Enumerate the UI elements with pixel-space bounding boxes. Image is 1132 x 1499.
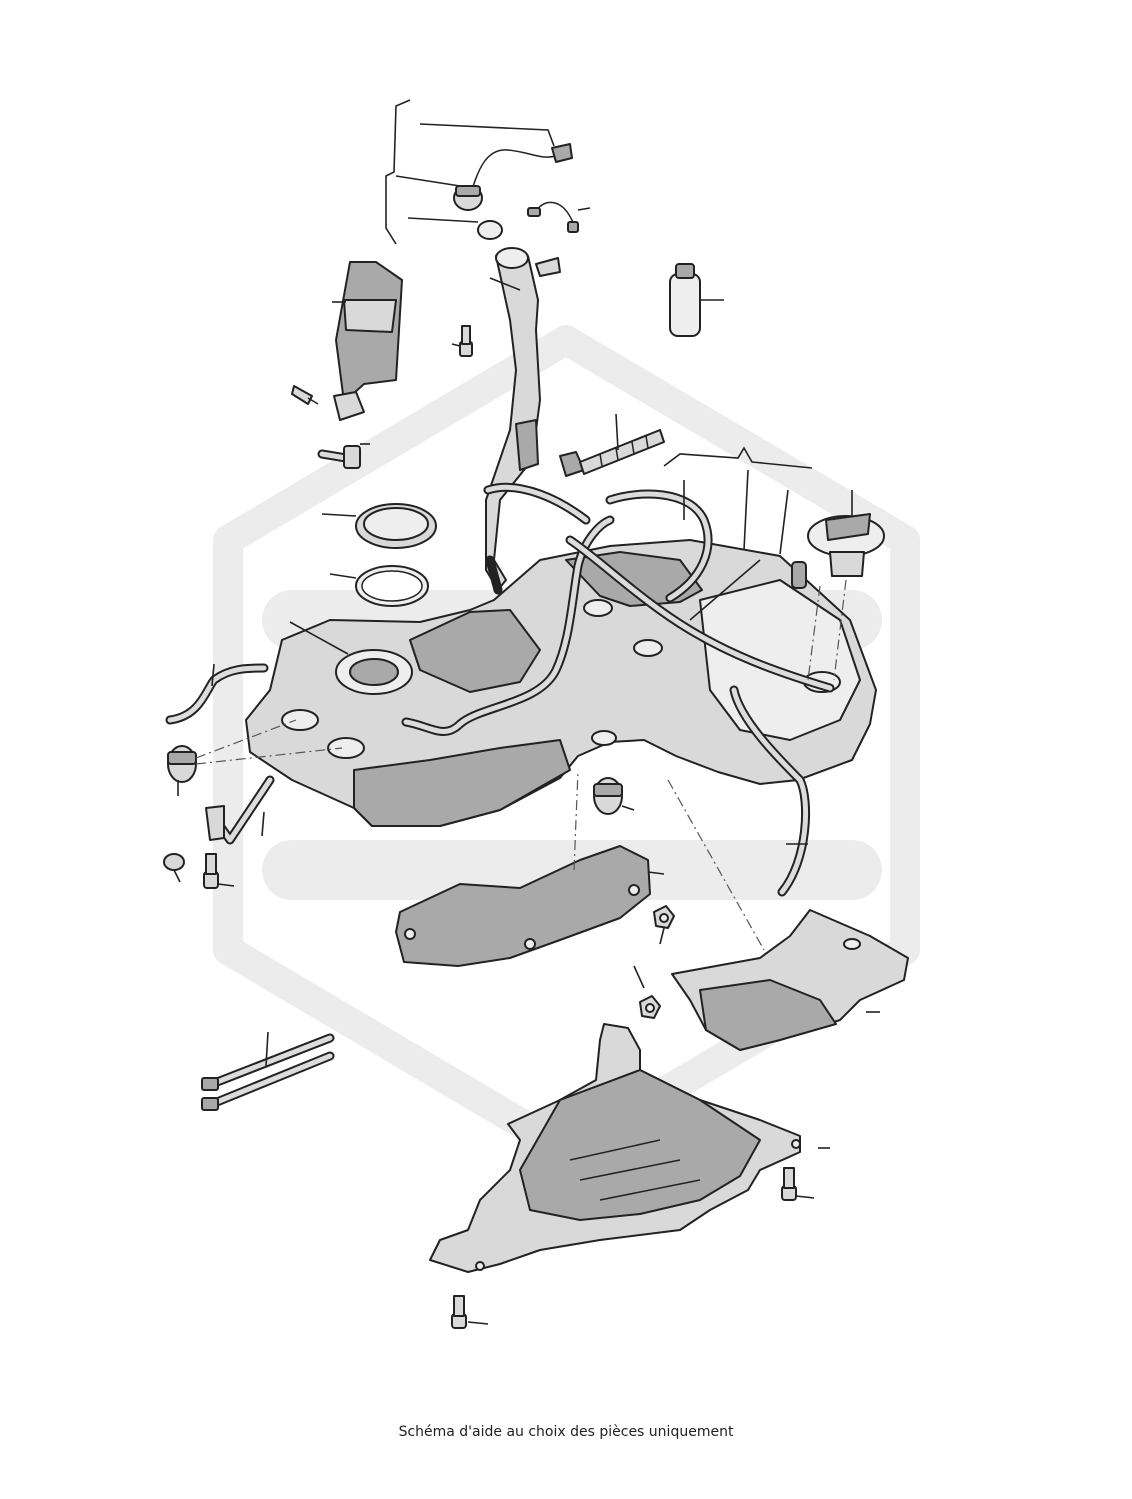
filler-neck-pipe <box>485 247 561 595</box>
filler-cap <box>453 143 573 240</box>
rubber-mount-left <box>167 719 343 796</box>
filler-sensor-cable <box>527 201 591 233</box>
underbody-protection-plate <box>429 1023 830 1273</box>
tank-fuel-lines <box>401 482 835 897</box>
pump-seal-ring <box>329 565 429 607</box>
fuel-line-left <box>165 663 269 725</box>
diagram-caption: Schéma d'aide au choix des pièces unique… <box>398 1424 734 1440</box>
pump-group-bracket <box>663 446 813 555</box>
bolt-strap <box>203 853 235 889</box>
tank-strap <box>205 775 275 845</box>
elbow-connector <box>317 443 370 469</box>
clip-left <box>163 853 185 883</box>
bolt-filler <box>451 325 473 357</box>
heat-shield-right <box>671 909 909 1051</box>
carbon-canister <box>669 263 724 337</box>
fuel-pump-sender-unit <box>791 490 885 681</box>
vent-hose <box>559 413 665 477</box>
filler-cap-group-bracket <box>385 99 555 245</box>
nut-lower <box>633 965 661 1019</box>
bolt-plate-right <box>781 1167 815 1201</box>
pump-locking-ring <box>321 503 437 549</box>
cable-tie-1 <box>201 1033 335 1091</box>
cable-tie-2 <box>201 1031 335 1111</box>
fuel-tank <box>245 539 877 827</box>
heat-shield-upper <box>332 261 403 421</box>
nut-upper <box>653 905 675 945</box>
rubber-mount-right <box>593 777 635 815</box>
bolt-shield <box>291 385 319 405</box>
heat-shield-middle <box>395 769 765 967</box>
bolt-plate-left <box>451 1295 489 1329</box>
